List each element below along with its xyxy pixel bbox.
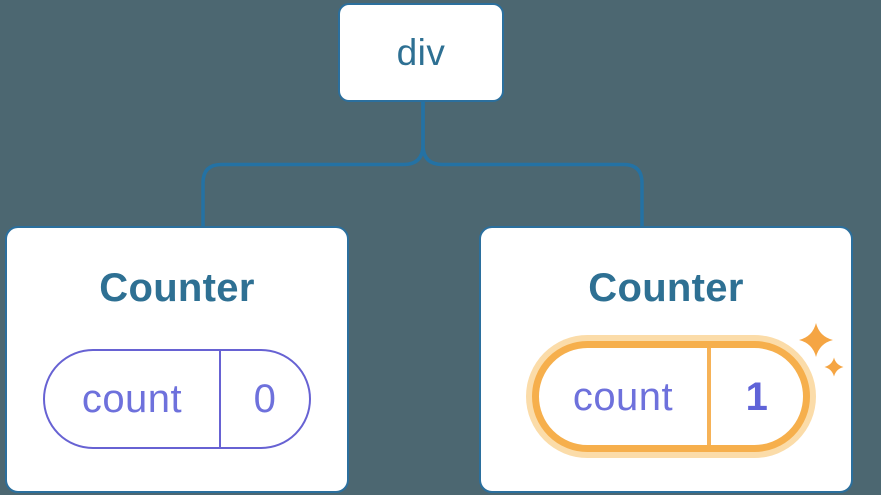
root-node-label: div	[396, 32, 446, 73]
state-value-cell: 0	[221, 351, 309, 447]
component-card-counter-2: Counter count 1	[479, 226, 853, 493]
edge-right-branch	[421, 100, 644, 228]
state-name-label: count	[81, 377, 183, 421]
state-pill: count 0	[43, 349, 311, 449]
sparkle-icon	[799, 323, 844, 377]
component-title: Counter	[99, 266, 255, 310]
state-value-label: 0	[253, 377, 277, 421]
state-name-label: count	[572, 374, 674, 419]
state-value-cell: 1	[711, 348, 803, 445]
state-pill-highlighted: count 1	[532, 341, 810, 452]
sparkle-small	[824, 357, 844, 377]
sparkle-large	[799, 323, 833, 357]
edge-left-branch	[201, 100, 425, 228]
state-name-cell: count	[539, 348, 711, 445]
component-title: Counter	[588, 266, 744, 310]
state-name-cell: count	[45, 351, 221, 447]
root-node-div: div	[338, 3, 504, 102]
state-value-label: 1	[745, 374, 769, 419]
component-card-counter-1: Counter count 0	[5, 226, 349, 493]
